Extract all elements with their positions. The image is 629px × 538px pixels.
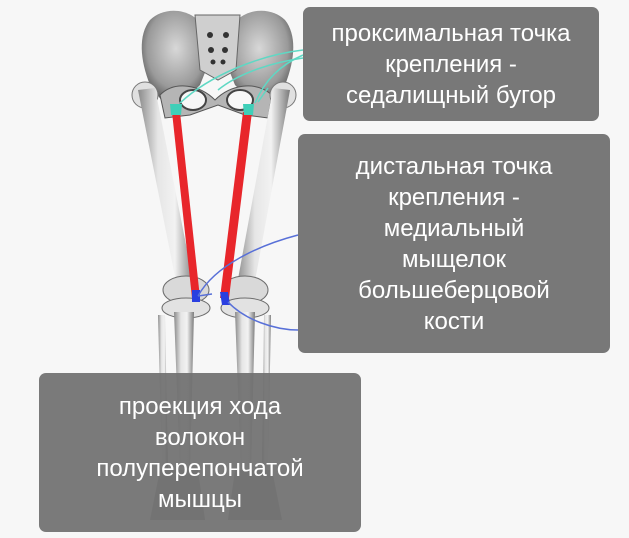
proximal-label-line-2: крепления - xyxy=(385,50,517,78)
proximal-label-line-3: седалищный бугор xyxy=(345,81,557,109)
distal-label-line-4: мыщелок xyxy=(402,245,506,273)
distal-attachment-label: дистальная точка крепления - медиальный … xyxy=(298,134,610,353)
projection-label-line-4: мышцы xyxy=(158,485,242,513)
projection-label-line-2: волокон xyxy=(154,423,246,451)
distal-attachment-markers xyxy=(192,290,230,305)
distal-label-line-3: медиальный xyxy=(383,214,525,242)
projection-label-line-3: полуперепончатой xyxy=(96,454,304,482)
distal-label-line-5: большеберцовой xyxy=(358,276,550,304)
proximal-attachment-label: проксимальная точка крепления - седалищн… xyxy=(303,7,599,121)
proximal-label-line-1: проксимальная точка xyxy=(331,19,571,47)
distal-label-line-6: кости xyxy=(423,307,485,335)
semimembranosus-projection xyxy=(172,112,252,298)
projection-label-line-1: проекция хода xyxy=(118,392,282,420)
proximal-attachment-markers xyxy=(170,104,254,115)
distal-label-line-2: крепления - xyxy=(388,183,520,211)
distal-label-line-1: дистальная точка xyxy=(355,152,553,180)
femurs xyxy=(131,81,297,305)
proximal-pointer-lines xyxy=(179,49,304,104)
distal-pointer-lines xyxy=(197,234,299,331)
fiber-projection-label: проекция хода волокон полуперепончатой м… xyxy=(39,373,361,532)
